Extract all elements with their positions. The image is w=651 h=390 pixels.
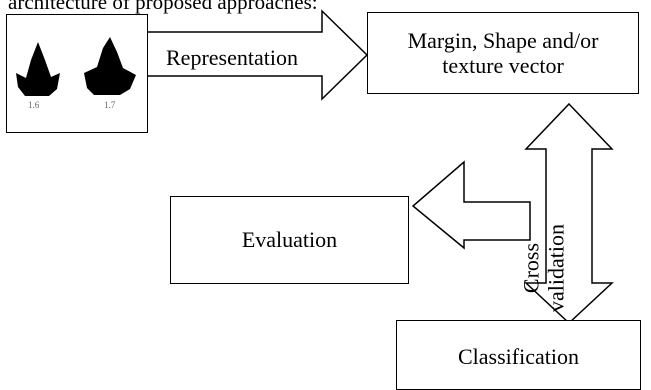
- leaf-number-2: 1.7: [104, 100, 116, 110]
- margin-shape-texture-vector-box: Margin, Shape and/or texture vector: [367, 12, 639, 94]
- margin-shape-texture-vector-label: Margin, Shape and/or texture vector: [407, 27, 599, 78]
- leaf-number-1: 1.6: [28, 100, 40, 110]
- classification-box: Classification: [396, 320, 641, 390]
- cross-validation-label: Cross validation: [518, 224, 569, 312]
- classification-label: Classification: [458, 344, 579, 370]
- arrows-layer: [145, 9, 614, 325]
- caption: architecture of proposed approaches:: [8, 0, 318, 14]
- leaf-thumbnail: 1.6 1.7: [6, 14, 148, 133]
- evaluation-box: Evaluation: [170, 196, 409, 284]
- leaf-images: 1.6 1.7: [16, 37, 136, 110]
- evaluation-label: Evaluation: [241, 227, 338, 253]
- leaf-shape-2: [84, 37, 136, 95]
- representation-arrow: [145, 9, 369, 101]
- representation-label: Representation: [166, 45, 298, 70]
- evaluation-arrow: [411, 160, 531, 250]
- leaf-shape-1: [16, 42, 60, 96]
